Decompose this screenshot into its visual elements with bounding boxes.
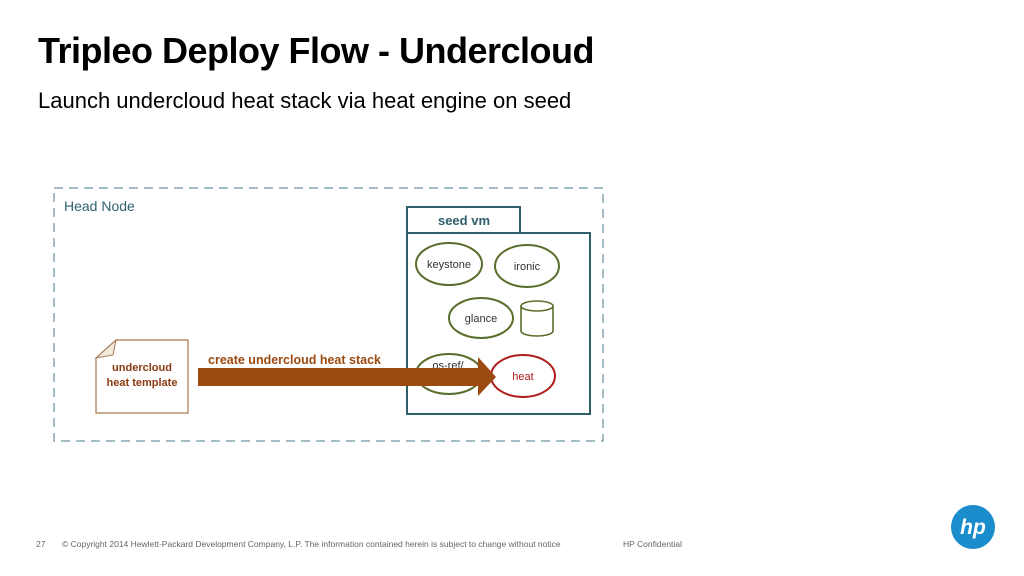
- page-number: 27: [36, 539, 46, 549]
- ironic-label: ironic: [514, 261, 541, 273]
- database-icon: [520, 300, 554, 337]
- hp-logo-text: hp: [960, 516, 986, 539]
- hp-logo: hp: [951, 505, 995, 549]
- template-label-line1: undercloud: [112, 362, 172, 374]
- head-node-label: Head Node: [64, 198, 135, 214]
- arrow-label: create undercloud heat stack: [208, 353, 381, 367]
- confidential-label: HP Confidential: [623, 539, 682, 549]
- copyright-notice: © Copyright 2014 Hewlett-Packard Develop…: [62, 539, 561, 549]
- footer: 27 © Copyright 2014 Hewlett-Packard Deve…: [0, 539, 1024, 553]
- template-label-line2: heat template: [107, 377, 178, 389]
- seed-vm-label: seed vm: [438, 213, 490, 228]
- template-folded-corner: [94, 338, 117, 359]
- slide-title: Tripleo Deploy Flow - Undercloud: [38, 30, 595, 71]
- keystone-node: [415, 242, 483, 286]
- slide-subtitle: Launch undercloud heat stack via heat en…: [38, 88, 572, 113]
- create-stack-arrow: [198, 357, 496, 396]
- ironic-node: [494, 244, 560, 288]
- head-node-box: [53, 187, 604, 442]
- keystone-label: keystone: [427, 259, 471, 271]
- glance-node: [448, 297, 514, 339]
- heat-label: heat: [512, 371, 533, 383]
- glance-label: glance: [465, 313, 497, 325]
